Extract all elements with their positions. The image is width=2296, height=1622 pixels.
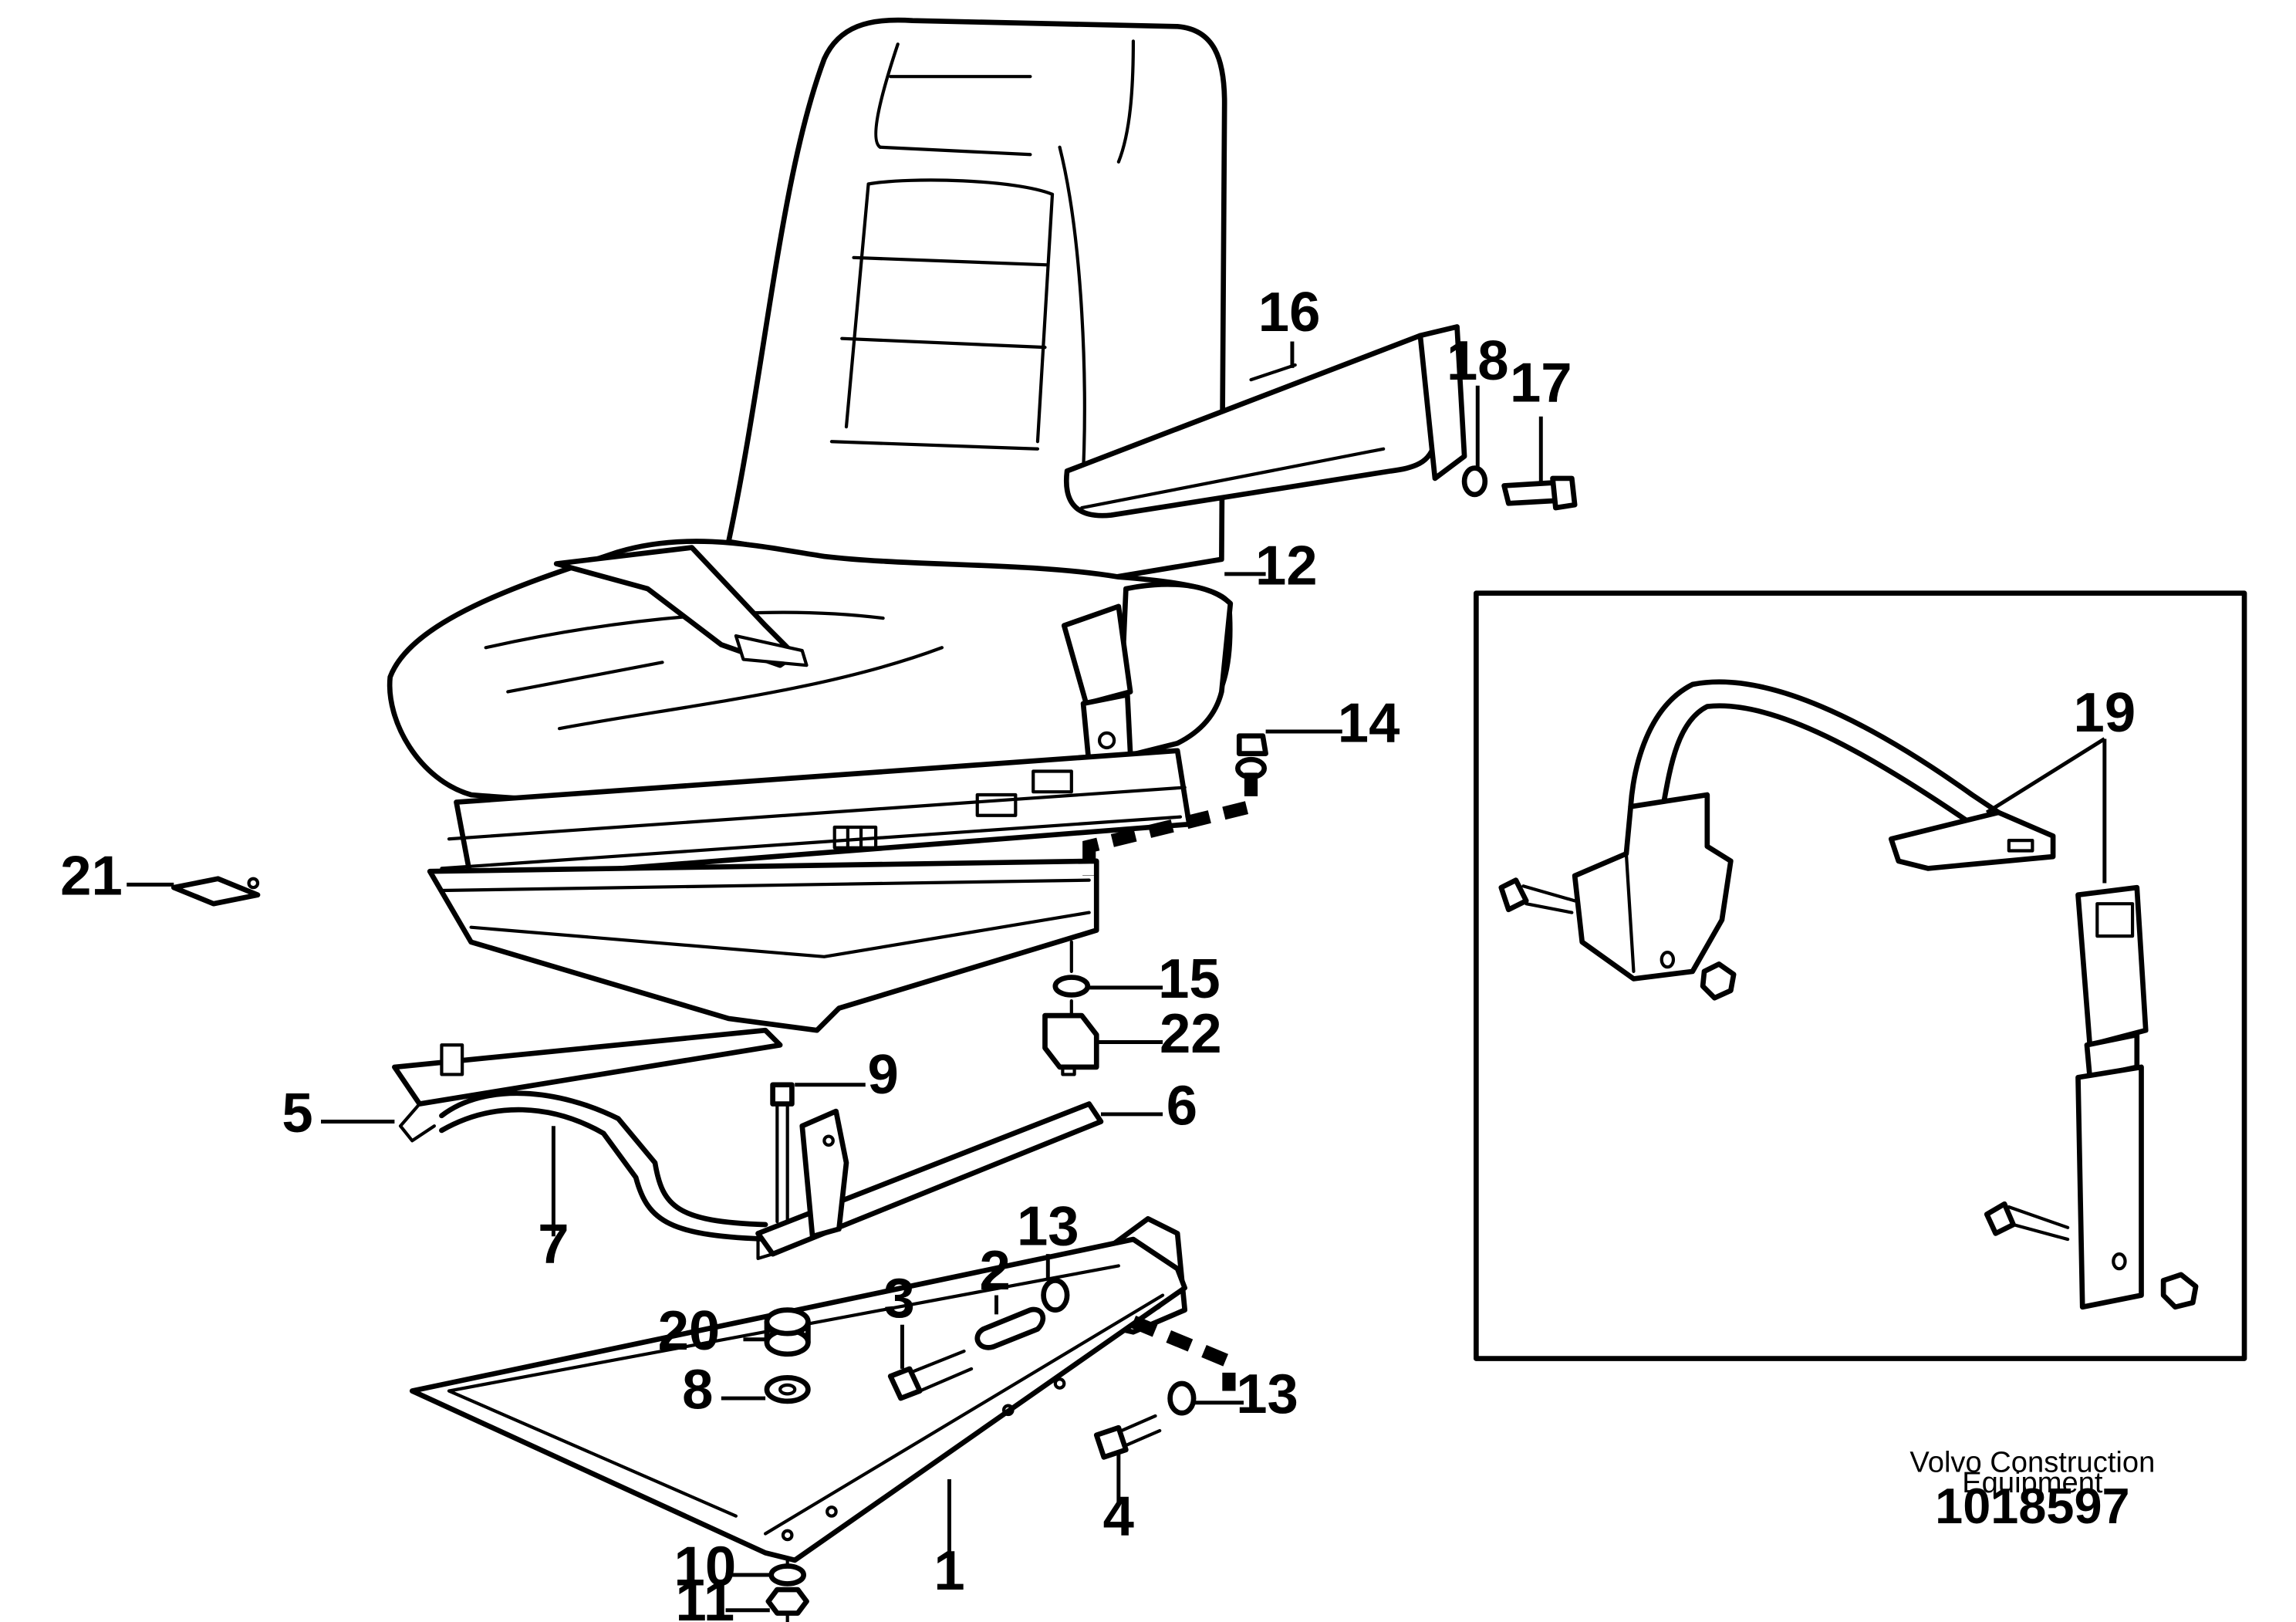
callout-17: 17	[1510, 352, 1572, 414]
callout-13-upper: 13	[1017, 1195, 1079, 1258]
seat-assembly	[387, 17, 1467, 1033]
seat-rails-frame	[171, 465, 1578, 1622]
callout-3: 3	[883, 1267, 914, 1330]
callout-10: 10	[674, 1535, 737, 1597]
callout-13-lower: 13	[1236, 1363, 1298, 1425]
callout-leaders	[127, 341, 2107, 1613]
callout-labels: 1 2 3 4 5 6 7 8 9 10 11 12 13 13 14 15 1…	[60, 281, 2136, 1622]
callout-7: 7	[538, 1213, 569, 1276]
callout-4: 4	[1103, 1485, 1134, 1547]
callout-16: 16	[1258, 281, 1321, 343]
callout-20: 20	[658, 1299, 721, 1362]
drawing-number: 1018597	[1935, 1478, 2129, 1534]
footer-company-line1: Volvo Construction	[1909, 1445, 2155, 1478]
footer-company-line2: Equipment	[1962, 1466, 2103, 1499]
callout-1: 1	[934, 1539, 964, 1602]
callout-5: 5	[282, 1082, 312, 1144]
callout-8: 8	[682, 1358, 713, 1421]
callout-9: 9	[868, 1043, 899, 1106]
drawing-footer: Volvo Construction Equipment 1018597	[1909, 1445, 2155, 1534]
callout-18: 18	[1447, 329, 1509, 392]
callout-12: 12	[1255, 534, 1318, 596]
seat-belt-inset	[1474, 590, 2247, 1361]
callout-11: 11	[676, 1570, 735, 1622]
callout-19: 19	[2074, 681, 2136, 744]
callout-14: 14	[1338, 691, 1400, 754]
callout-21: 21	[60, 845, 123, 907]
callout-2: 2	[979, 1239, 1010, 1302]
callout-15: 15	[1158, 948, 1221, 1010]
callout-22: 22	[1160, 1002, 1222, 1065]
callout-6: 6	[1167, 1074, 1197, 1137]
